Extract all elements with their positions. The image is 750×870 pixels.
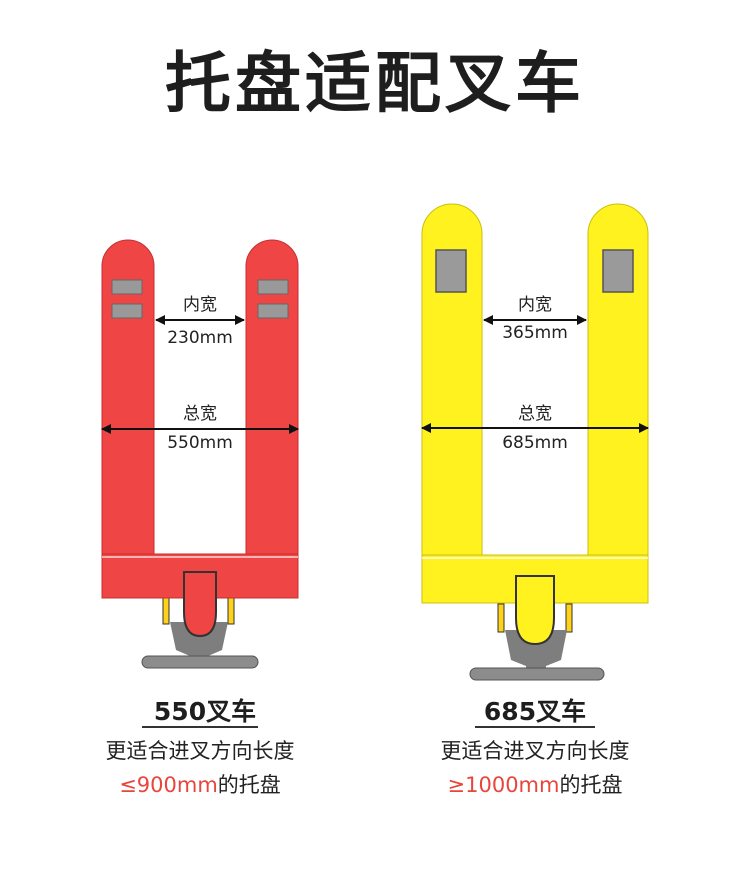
right-desc-highlight: ≥1000mm (447, 773, 560, 797)
page-title: 托盘适配叉车 (165, 45, 585, 122)
left-model-label: 550叉车 (153, 697, 257, 726)
red-pump (183, 571, 217, 638)
left-desc-line1: 更适合进叉方向长度 (105, 739, 295, 763)
yellow-total-value: 685mm (502, 433, 568, 453)
yellow-right-fork (587, 203, 649, 566)
right-description: 更适合进叉方向长度 ≥1000mm的托盘 (375, 734, 695, 802)
red-wheel-window-3 (257, 279, 289, 295)
yellow-total-label: 总宽 (518, 404, 552, 424)
yellow-pallet-jack: 内宽 365mm 总宽 685mm (421, 203, 649, 681)
red-wheel-window-1 (111, 279, 143, 295)
yellow-wheel-window-2 (602, 249, 634, 293)
left-desc-rest: 的托盘 (217, 773, 281, 797)
yellow-left-fork (421, 203, 483, 566)
red-total-value: 550mm (167, 433, 233, 453)
right-desc-line2: ≥1000mm的托盘 (375, 768, 695, 802)
red-total-label: 总宽 (183, 404, 217, 424)
yellow-wheel-window-1 (435, 249, 467, 293)
left-desc-line2: ≤900mm的托盘 (40, 768, 360, 802)
red-left-fork (101, 239, 155, 566)
right-model-label: 685叉车 (483, 697, 587, 726)
yellow-jack-handle (469, 603, 605, 681)
right-desc-line1: 更适合进叉方向长度 (440, 739, 630, 763)
left-model-underline (142, 726, 258, 728)
left-description: 更适合进叉方向长度 ≤900mm的托盘 (40, 734, 360, 802)
yellow-inner-label: 内宽 (518, 295, 552, 315)
red-pallet-jack: 内宽 230mm 总宽 550mm (101, 239, 299, 669)
red-jack-handle (141, 597, 259, 669)
red-inner-label: 内宽 (183, 295, 217, 315)
red-right-fork (245, 239, 299, 566)
right-desc-rest: 的托盘 (559, 773, 623, 797)
yellow-pump (515, 575, 555, 646)
left-desc-highlight: ≤900mm (119, 773, 218, 797)
yellow-inner-value: 365mm (502, 323, 568, 343)
red-wheel-window-4 (257, 303, 289, 319)
red-inner-value: 230mm (167, 328, 233, 348)
right-model-underline (475, 726, 595, 728)
red-wheel-window-2 (111, 303, 143, 319)
